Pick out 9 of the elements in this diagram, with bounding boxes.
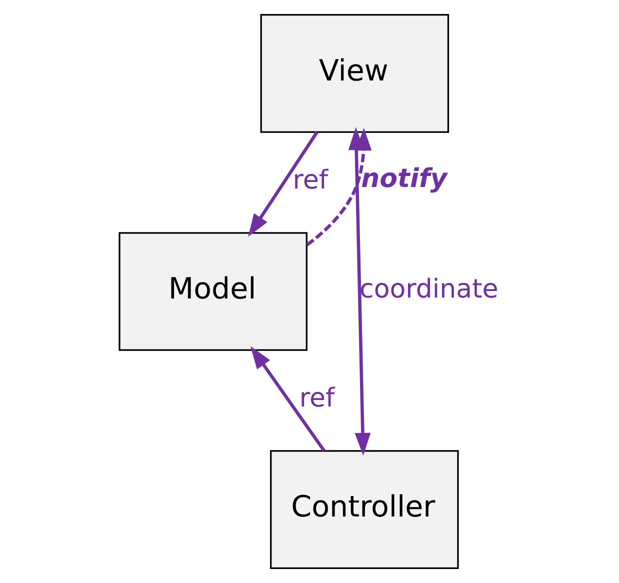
edge-label: ref: [299, 384, 335, 414]
edge-label: coordinate: [360, 274, 498, 305]
node-box: Controller: [270, 450, 459, 569]
edge-label: ref: [292, 166, 328, 196]
node-box: Model: [118, 232, 308, 351]
arrow: [248, 131, 318, 237]
arrow: [250, 346, 326, 452]
edge-label: notify: [361, 164, 448, 194]
node-box: View: [260, 14, 450, 133]
